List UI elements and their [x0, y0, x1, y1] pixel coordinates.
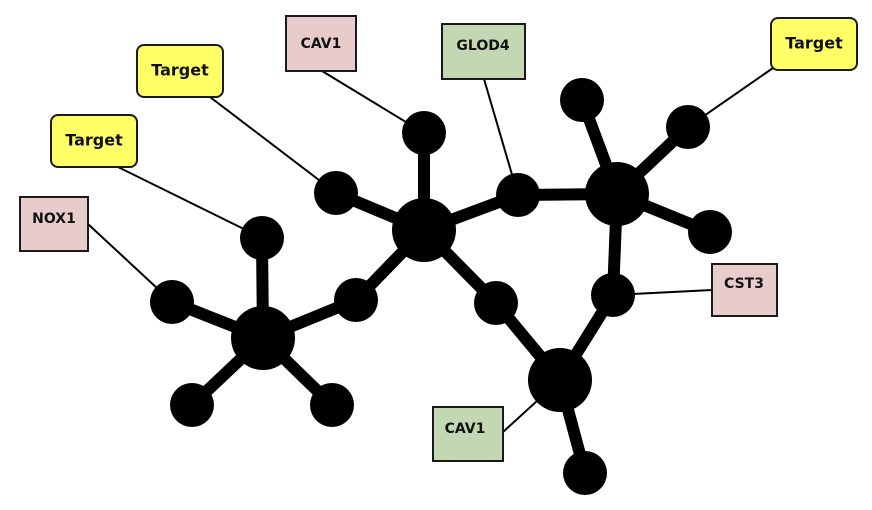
label-cst3: CST3 — [711, 263, 778, 317]
node-hubR — [585, 162, 649, 226]
label-cav1-bottom: CAV1 — [432, 406, 504, 462]
node-cv1 — [474, 281, 518, 325]
node-hubB — [528, 348, 592, 412]
label-nox1-text: NOX1 — [32, 211, 76, 227]
label-target-mid: Target — [136, 44, 224, 98]
label-target-left: Target — [50, 114, 138, 168]
label-cav1-top: CAV1 — [285, 15, 357, 72]
label-cst3-text: CST3 — [724, 276, 764, 292]
node-c2 — [402, 111, 446, 155]
label-glod4-text: GLOD4 — [456, 38, 509, 54]
node-l2 — [240, 216, 284, 260]
node-cs — [591, 273, 635, 317]
label-glod4: GLOD4 — [441, 23, 526, 80]
network-nodes — [150, 78, 732, 495]
node-r1 — [560, 78, 604, 122]
node-r2 — [666, 105, 710, 149]
label-target-top-right-text: Target — [785, 34, 843, 53]
node-b1 — [563, 451, 607, 495]
node-l4 — [310, 383, 354, 427]
label-target-top-right: Target — [770, 17, 858, 71]
node-c1 — [314, 171, 358, 215]
label-nox1: NOX1 — [19, 196, 89, 252]
label-target-left-text: Target — [65, 131, 123, 150]
node-g4 — [496, 173, 540, 217]
node-hubC — [392, 198, 456, 262]
connector-target-left — [117, 166, 263, 239]
node-m1 — [334, 278, 378, 322]
label-cav1-top-text: CAV1 — [301, 36, 342, 52]
node-r3 — [688, 210, 732, 254]
label-connectors — [87, 67, 774, 433]
node-l1 — [150, 280, 194, 324]
label-target-mid-text: Target — [151, 61, 209, 80]
connector-target-mid — [209, 96, 337, 194]
label-cav1-bottom-text: CAV1 — [445, 421, 486, 437]
node-l3 — [170, 383, 214, 427]
node-hubL — [231, 306, 295, 370]
